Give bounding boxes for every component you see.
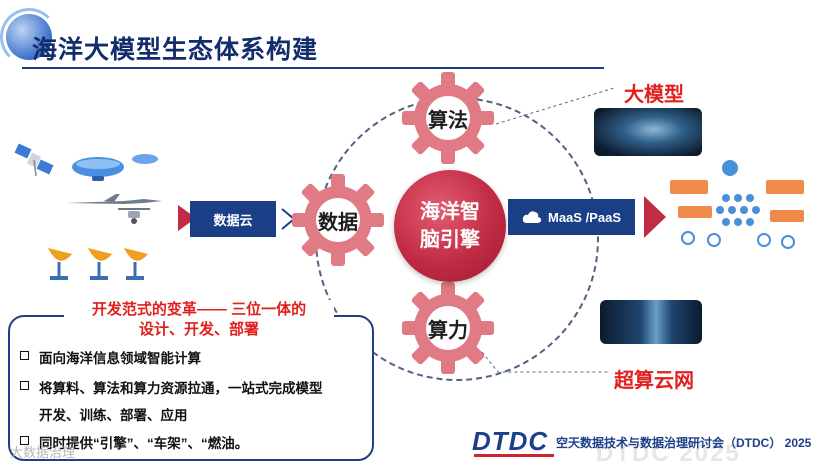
bullet-text: 面向海洋信息领域智能计算 [39, 351, 201, 366]
airship-small-icon [132, 154, 158, 164]
core-label-line1: 海洋智 [420, 201, 480, 223]
dtdc-logo: DTDC [472, 426, 549, 456]
dtdc-logo-underline [474, 454, 554, 457]
title-bar [0, 8, 610, 66]
list-item: 同时提供“引擎”、“车架”、“燃油。 [20, 432, 248, 452]
gear-icon [292, 174, 384, 266]
gear-compute: 算力 [400, 280, 496, 376]
radar-dish-icon [88, 248, 112, 280]
conference-name: 空天数据技术与数据治理研讨会（DTDC） 2025 [556, 436, 812, 450]
ai-chip-image [594, 108, 702, 156]
flow-arrow-icon [178, 205, 196, 231]
gear-algorithm: 算法 [400, 70, 496, 166]
gear-label: 算法 [428, 109, 468, 132]
info-heading-line2: 设计、开发、部署 [138, 321, 259, 338]
aircraft-icon [66, 194, 162, 204]
gear-icon [402, 72, 494, 164]
bullet-continuation: 开发、训练、部署、应用 [39, 408, 188, 423]
gear-icon [402, 282, 494, 374]
cloud-icon [522, 211, 542, 223]
radar-dish-icon [124, 248, 148, 280]
drone-icon [118, 208, 150, 224]
datacenter-image [600, 300, 702, 344]
airship-icon [72, 157, 124, 181]
ocean-brain-engine: 海洋智 脑引擎 [394, 170, 506, 282]
bullet-square-icon [20, 381, 29, 390]
satellite-icon [14, 143, 54, 177]
list-item: 面向海洋信息领域智能计算 [20, 347, 201, 367]
core-label-line2: 脑引擎 [420, 229, 480, 251]
maas-paas-box: MaaS /PaaS [508, 199, 635, 235]
flow-arrow-icon [644, 196, 666, 238]
connector-line-top [496, 87, 615, 125]
supercompute-label: 超算云网 [614, 370, 694, 392]
list-item: 将算料、算法和算力资源拉通，一站式完成模型 [20, 377, 323, 397]
bullet-text: 将算料、算法和算力资源拉通，一站式完成模型 [39, 381, 323, 396]
bullet-square-icon [20, 436, 29, 445]
bullet-square-icon [20, 351, 29, 360]
watermark-right: DTDC 2025 [596, 440, 741, 467]
info-heading-line1: 开发范式的变革—— 三位一体的 [91, 301, 307, 318]
bullet-text: 同时提供“引擎”、“车架”、“燃油。 [39, 436, 249, 451]
page-title: 海洋大模型生态体系构建 [32, 36, 319, 64]
large-model-label: 大模型 [624, 84, 684, 106]
gear-label: 算力 [428, 319, 468, 342]
info-heading: 开发范式的变革—— 三位一体的 设计、开发、部署 [64, 300, 334, 340]
maas-label: MaaS /PaaS [548, 209, 621, 225]
title-arc-decoration [0, 8, 58, 66]
connector-line-bottom [482, 351, 608, 373]
radar-dish-icon [48, 248, 72, 280]
watermark-left: 大数据治理 [10, 445, 76, 460]
user-network-icon [670, 160, 804, 249]
title-underline [22, 67, 604, 69]
title-globe-icon [6, 14, 52, 60]
data-cloud-box: 数据云 [190, 201, 276, 237]
gear-data: 数据 [290, 172, 386, 268]
gear-label: 数据 [318, 211, 358, 234]
